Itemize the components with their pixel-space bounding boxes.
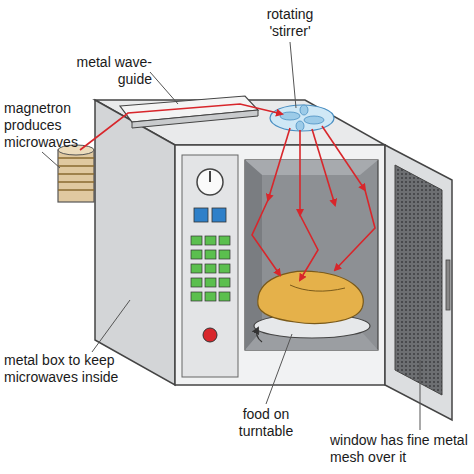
stirrer-blades xyxy=(280,105,324,131)
blue-button xyxy=(194,208,208,222)
mesh-window xyxy=(395,165,442,395)
magnetron-coils xyxy=(58,158,94,190)
rotation-arrow xyxy=(257,328,262,342)
keypad xyxy=(191,236,230,301)
food xyxy=(258,271,363,323)
part-label: metal wave- guide xyxy=(62,54,152,88)
food-detail xyxy=(290,285,345,291)
waveguide-side xyxy=(132,110,258,128)
part-label: magnetron produces microwaves xyxy=(4,100,94,151)
dial xyxy=(197,169,223,195)
part-label: food on turntable xyxy=(220,406,312,440)
magnetron xyxy=(58,150,94,202)
stirrer xyxy=(270,105,334,131)
part-label: rotating 'stirrer' xyxy=(248,6,332,40)
door-handle xyxy=(446,260,450,310)
dial-pointer xyxy=(209,171,211,182)
part-label: metal box to keep microwaves inside xyxy=(4,352,128,386)
start-button xyxy=(203,328,217,342)
blue-button xyxy=(212,208,226,222)
side-face xyxy=(95,100,175,385)
front-face xyxy=(175,145,385,385)
part-label: window has fine metal mesh over it xyxy=(330,432,470,466)
microwave-rays xyxy=(80,104,375,280)
oven-cavity xyxy=(245,160,378,350)
door xyxy=(385,145,452,420)
control-panel xyxy=(182,155,238,377)
cavity-ceiling xyxy=(245,160,378,175)
